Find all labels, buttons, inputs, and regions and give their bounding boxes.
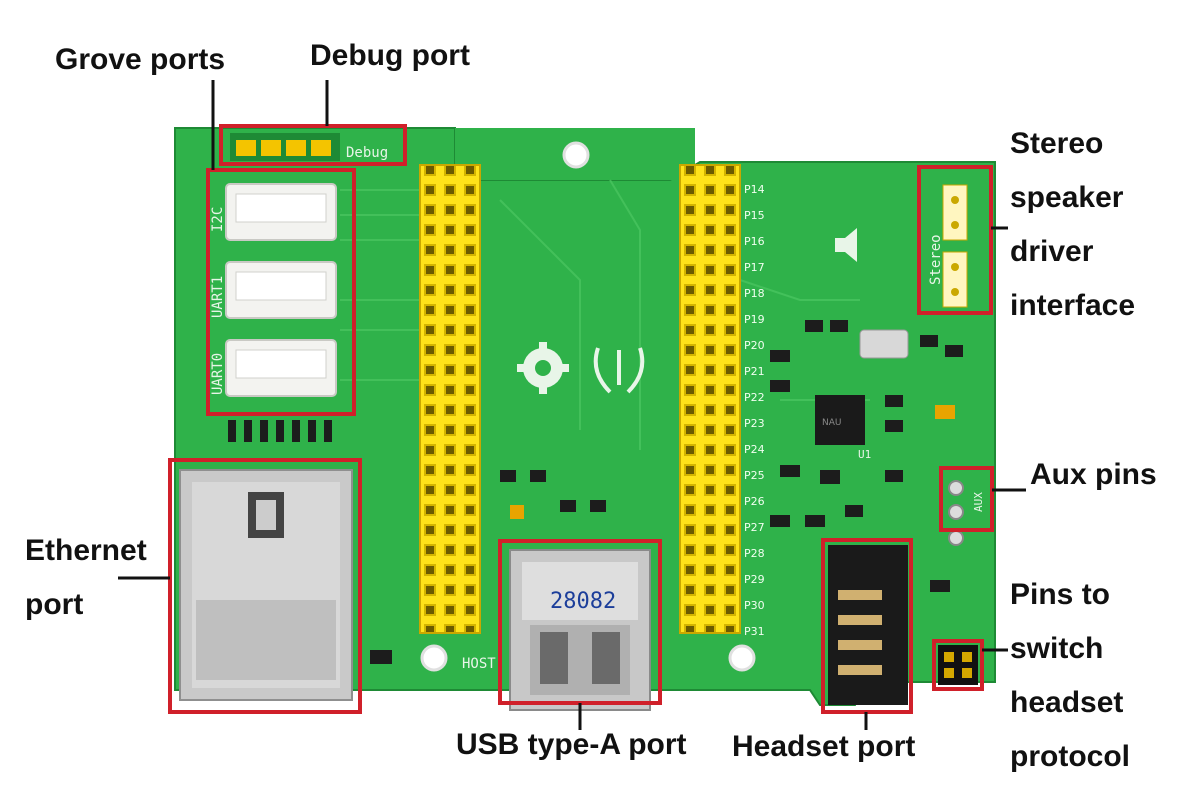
ethernet-port-label: Ethernet port [25,534,147,621]
aux-pin-pads: AUX [948,480,985,546]
protocol-switch-pins [938,645,978,685]
pin-label: P19 [744,313,765,326]
ethernet-callout-box [168,458,362,714]
svg-text:NAU: NAU [822,418,841,428]
mounting-hole [420,644,448,672]
grove-silk-i2c: I2C [210,207,226,232]
pin-label: P22 [744,391,765,404]
u1-silk: U1 [858,448,871,461]
audio-codec-chip: NAU [815,395,865,445]
smd-resistor-row [228,420,332,442]
pin-label: P31 [744,625,765,638]
ethernet-jack [179,469,353,701]
pin-label: P17 [744,261,765,274]
usb-stamp: 28082 [550,589,616,614]
grove-silk-uart0: UART0 [210,353,226,395]
usb-port-label: USB type-A port [456,728,687,761]
aux-callout-box [939,466,994,532]
pin-label: P29 [744,573,765,586]
debug-port-label: Debug port [310,39,470,72]
debug-callout-box [219,124,407,166]
pin-label: P25 [744,469,765,482]
tantalum-cap [935,405,955,419]
left-pin-header [419,164,481,634]
right-header-pin-labels: P14 P15 P16 P17 P18 P19 P20 P21 P22 P23 … [744,183,765,638]
pin-label: P28 [744,547,765,560]
smd-components [370,320,963,664]
aux-silk: AUX [972,492,985,512]
host-silk: HOST [462,656,496,672]
pins-switch-label: Pins to switch headset protocol [1010,578,1130,773]
stereo-speaker-label: Stereo speaker driver interface [1010,127,1136,322]
grove-ports-label: Grove ports [55,43,226,76]
brand-logo-icon [593,347,645,394]
grove-callout-box [206,168,356,416]
leader-lines [118,80,1026,730]
crystal [859,329,909,359]
stereo-callout-box [917,165,993,315]
pin-label: P18 [744,287,765,300]
right-pin-header [679,164,741,634]
mounting-hole [562,141,590,169]
stereo-silk: Stereo [928,234,944,285]
debug-silk: Debug [346,145,388,161]
stereo-speaker-connectors: Stereo [928,184,968,308]
pin-label: P27 [744,521,765,534]
speaker-icon [835,228,857,262]
pin-label: P16 [744,235,765,248]
usb-type-a-jack: 28082 [509,549,651,711]
pin-label: P24 [744,443,765,456]
pin-label: P23 [744,417,765,430]
pin-label: P26 [744,495,765,508]
headset-port-label: Headset port [732,730,916,763]
grove-connectors: I2C UART1 UART0 [210,183,337,397]
pin-label: P14 [744,183,765,196]
pin-label: P20 [744,339,765,352]
mounting-hole [728,644,756,672]
grove-silk-uart1: UART1 [210,276,226,318]
pin-label: P21 [744,365,765,378]
tantalum-cap [510,505,524,519]
aux-pins-label: Aux pins [1030,458,1157,491]
pin-label: P15 [744,209,765,222]
open-hardware-gear-icon [517,342,569,394]
headset-jack [828,545,908,705]
debug-header: Debug [230,133,388,161]
pins-switch-callout-box [932,639,984,691]
pin-label: P30 [744,599,765,612]
